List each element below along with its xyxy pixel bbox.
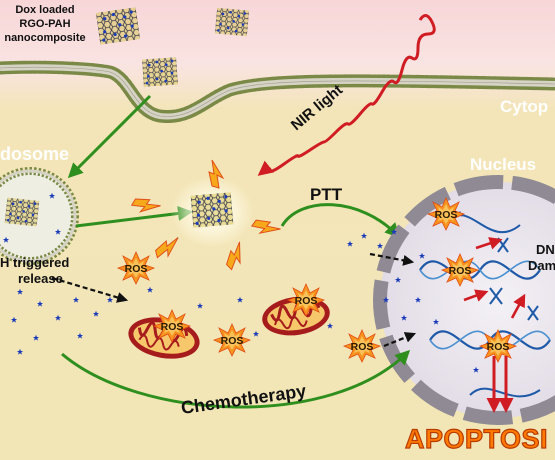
ros-label: ROS: [351, 341, 374, 353]
dna-helix-icon: [489, 287, 503, 305]
nucleus: [373, 175, 555, 425]
endosome: [0, 167, 79, 265]
plasma-membrane: [0, 60, 555, 124]
dox-entry-arrow: [383, 332, 417, 348]
ros-burst: ROS: [213, 323, 251, 357]
ptt-label: PTT: [310, 185, 343, 204]
ros-burst: ROS: [117, 251, 155, 285]
cytoplasm-label: Cytop: [500, 97, 548, 116]
dox-diffusion-arrow: [51, 276, 129, 303]
nanosheet-icon: [95, 7, 141, 45]
ros-label: ROS: [487, 341, 510, 353]
ros-burst: ROS: [427, 197, 465, 231]
endosome-label: dosome: [0, 144, 69, 164]
ros-label: ROS: [161, 321, 184, 333]
ros-burst: ROS: [441, 253, 479, 287]
endocytosis-arrow: [67, 94, 152, 179]
ros-label: ROS: [125, 263, 148, 275]
dna-helix-icon: [527, 305, 539, 321]
ros-label: ROS: [435, 209, 458, 221]
nanocomposite-line-3: nanocomposite: [4, 32, 85, 44]
nanocomposite-line-2: RGO-PAH: [19, 18, 70, 30]
ros-label: ROS: [449, 265, 472, 277]
ros-burst: ROS: [153, 309, 191, 343]
dna-damage-label-1: DN: [536, 242, 555, 257]
ros-burst: ROS: [343, 329, 381, 363]
apoptosis-label: APOPTOSI: [405, 424, 548, 454]
nanosheet-icon: [4, 197, 40, 227]
ph-release-label-2: release: [18, 271, 63, 286]
nanocomposite-line-1: Dox loaded: [15, 4, 74, 16]
nucleus-label: Nucleus: [470, 155, 536, 174]
ptt-arrow: [280, 203, 401, 239]
nanocomposite-label: Dox loaded RGO-PAH nanocomposite: [4, 4, 85, 44]
nanosheet-icon: [142, 57, 178, 87]
dox-entry-arrow: [369, 252, 415, 266]
ph-release-label-1: H triggered: [0, 255, 69, 270]
chemotherapy-arrow: [61, 349, 411, 409]
ros-label: ROS: [221, 335, 244, 347]
nir-light-wave: [257, 14, 436, 176]
ros-burst: ROS: [479, 329, 517, 363]
dna-damage-label-2: Dam: [528, 258, 555, 273]
nanosheet-icon: [190, 192, 234, 228]
nanosheet-icon: [214, 7, 250, 37]
ros-label: ROS: [295, 295, 318, 307]
ros-burst: ROS: [287, 283, 325, 317]
heated-nanosheet: [130, 159, 283, 273]
